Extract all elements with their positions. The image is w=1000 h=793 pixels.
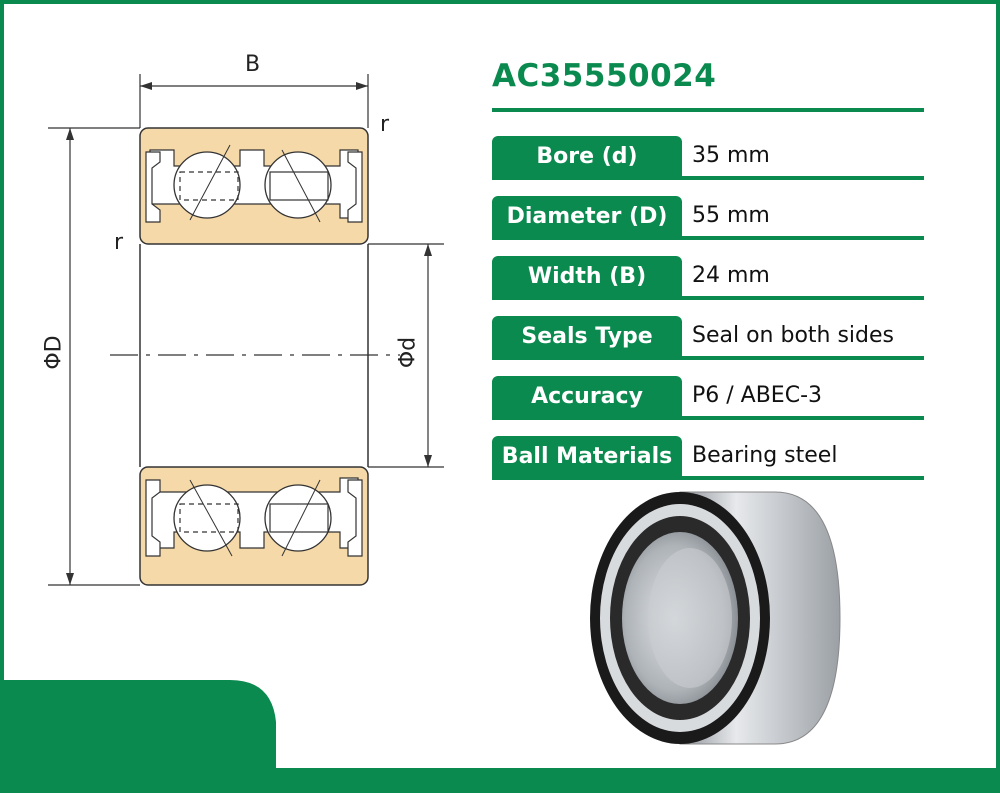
spec-label: Seals Type [492, 316, 682, 356]
product-title: AC35550024 [492, 58, 717, 94]
spec-value: 24 mm [692, 263, 770, 288]
spec-row-ball-materials: Ball Materials Bearing steel [492, 436, 924, 480]
spec-value: 35 mm [692, 143, 770, 168]
spec-divider [492, 236, 924, 240]
spec-label: Bore (d) [492, 136, 682, 176]
title-underline [492, 108, 924, 112]
spec-label: Width (B) [492, 256, 682, 296]
dimension-lines [48, 74, 444, 586]
radius-label-top: r [380, 112, 390, 137]
bottom-green-band [4, 680, 996, 789]
bottom-ring-section [139, 466, 369, 586]
spec-row-seals-type: Seals Type Seal on both sides [492, 316, 924, 360]
spec-divider [492, 296, 924, 300]
radius-label-left: r [114, 230, 124, 255]
top-ring-section [139, 127, 369, 245]
width-dimension-label: B [245, 52, 261, 77]
spec-divider [492, 476, 924, 480]
spec-value: 55 mm [692, 203, 770, 228]
spec-row-diameter: Diameter (D) 55 mm [492, 196, 924, 240]
bearing-product-photo [590, 491, 841, 745]
dimension-arrows [66, 82, 432, 585]
spec-value: Seal on both sides [692, 323, 895, 348]
spec-divider [492, 176, 924, 180]
bore-diameter-label: Φd [395, 336, 421, 369]
spec-label: Accuracy [492, 376, 682, 416]
spec-value: P6 / ABEC-3 [692, 383, 823, 408]
spec-value: Bearing steel [692, 443, 838, 468]
bearing-body-walls [139, 244, 369, 467]
spec-row-bore: Bore (d) 35 mm [492, 136, 924, 180]
spec-divider [492, 356, 924, 360]
spec-label: Ball Materials [492, 436, 682, 476]
outer-diameter-label: ΦD [41, 335, 67, 370]
spec-label: Diameter (D) [492, 196, 682, 236]
spec-divider [492, 416, 924, 420]
spec-row-accuracy: Accuracy P6 / ABEC-3 [492, 376, 924, 420]
spec-row-width: Width (B) 24 mm [492, 256, 924, 300]
